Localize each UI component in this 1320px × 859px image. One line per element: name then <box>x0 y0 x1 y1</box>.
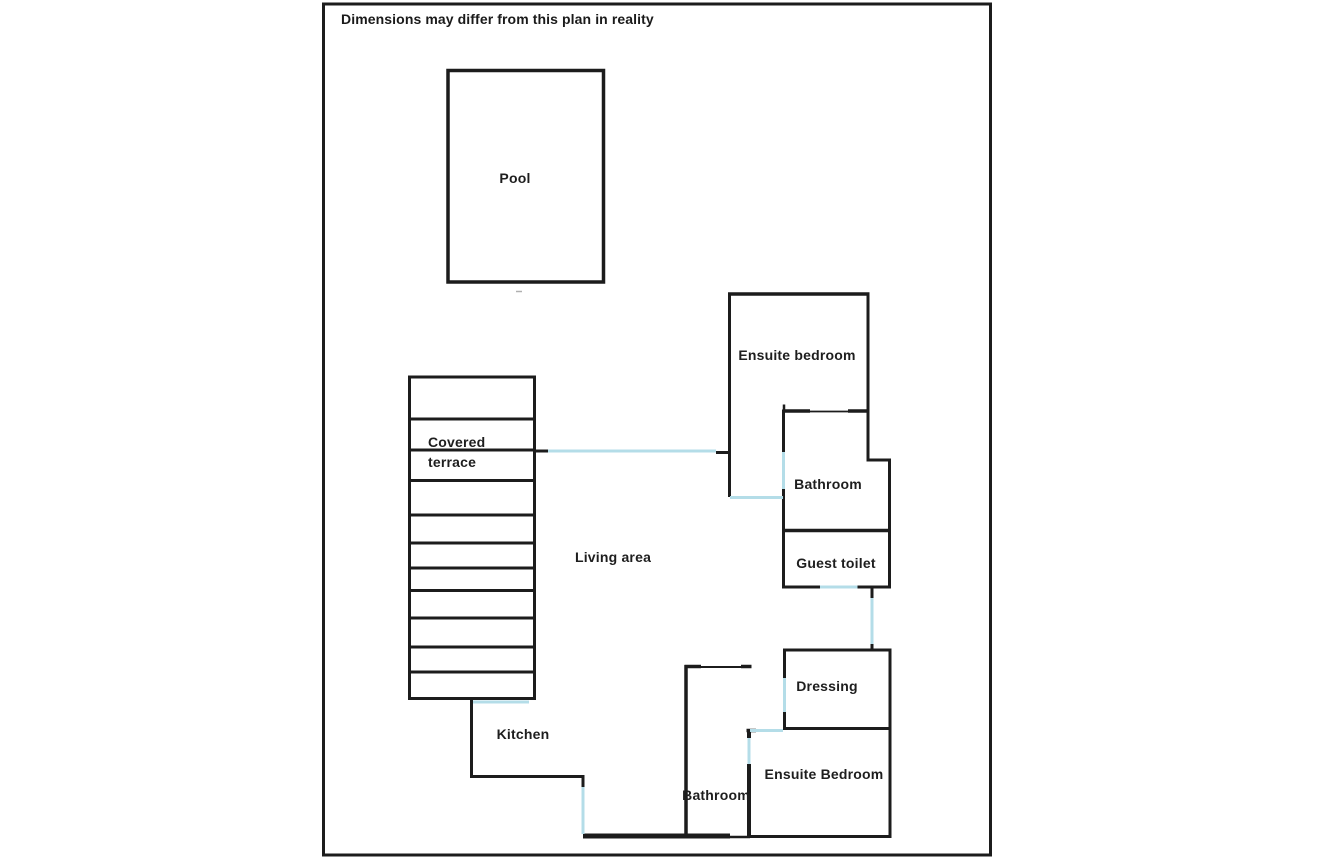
room-label-bathroom-bottom: Bathroom <box>682 787 750 803</box>
room-label-covered-terrace-line-1: Covered <box>428 434 486 450</box>
room-label-living-area: Living area <box>574 549 652 565</box>
room-label-pool: Pool <box>499 170 531 186</box>
pool-outline <box>446 68 606 284</box>
room-label-covered-terrace-line-2: terrace <box>428 453 477 470</box>
plan-disclaimer-text: Dimensions may differ from this plan in … <box>341 11 654 27</box>
room-label-guest-toilet: Guest toilet <box>796 555 876 571</box>
room-label-kitchen: Kitchen <box>496 726 550 742</box>
room-label-ensuite-bedroom-bottom: Ensuite Bedroom <box>764 766 884 782</box>
room-label-dressing: Dressing <box>796 678 858 694</box>
plan-outer-border <box>322 2 992 857</box>
covered-terrace-outline <box>408 375 536 700</box>
room-label-ensuite-bedroom-top: Ensuite bedroom <box>738 347 856 363</box>
room-label-bathroom-right: Bathroom <box>794 476 862 492</box>
